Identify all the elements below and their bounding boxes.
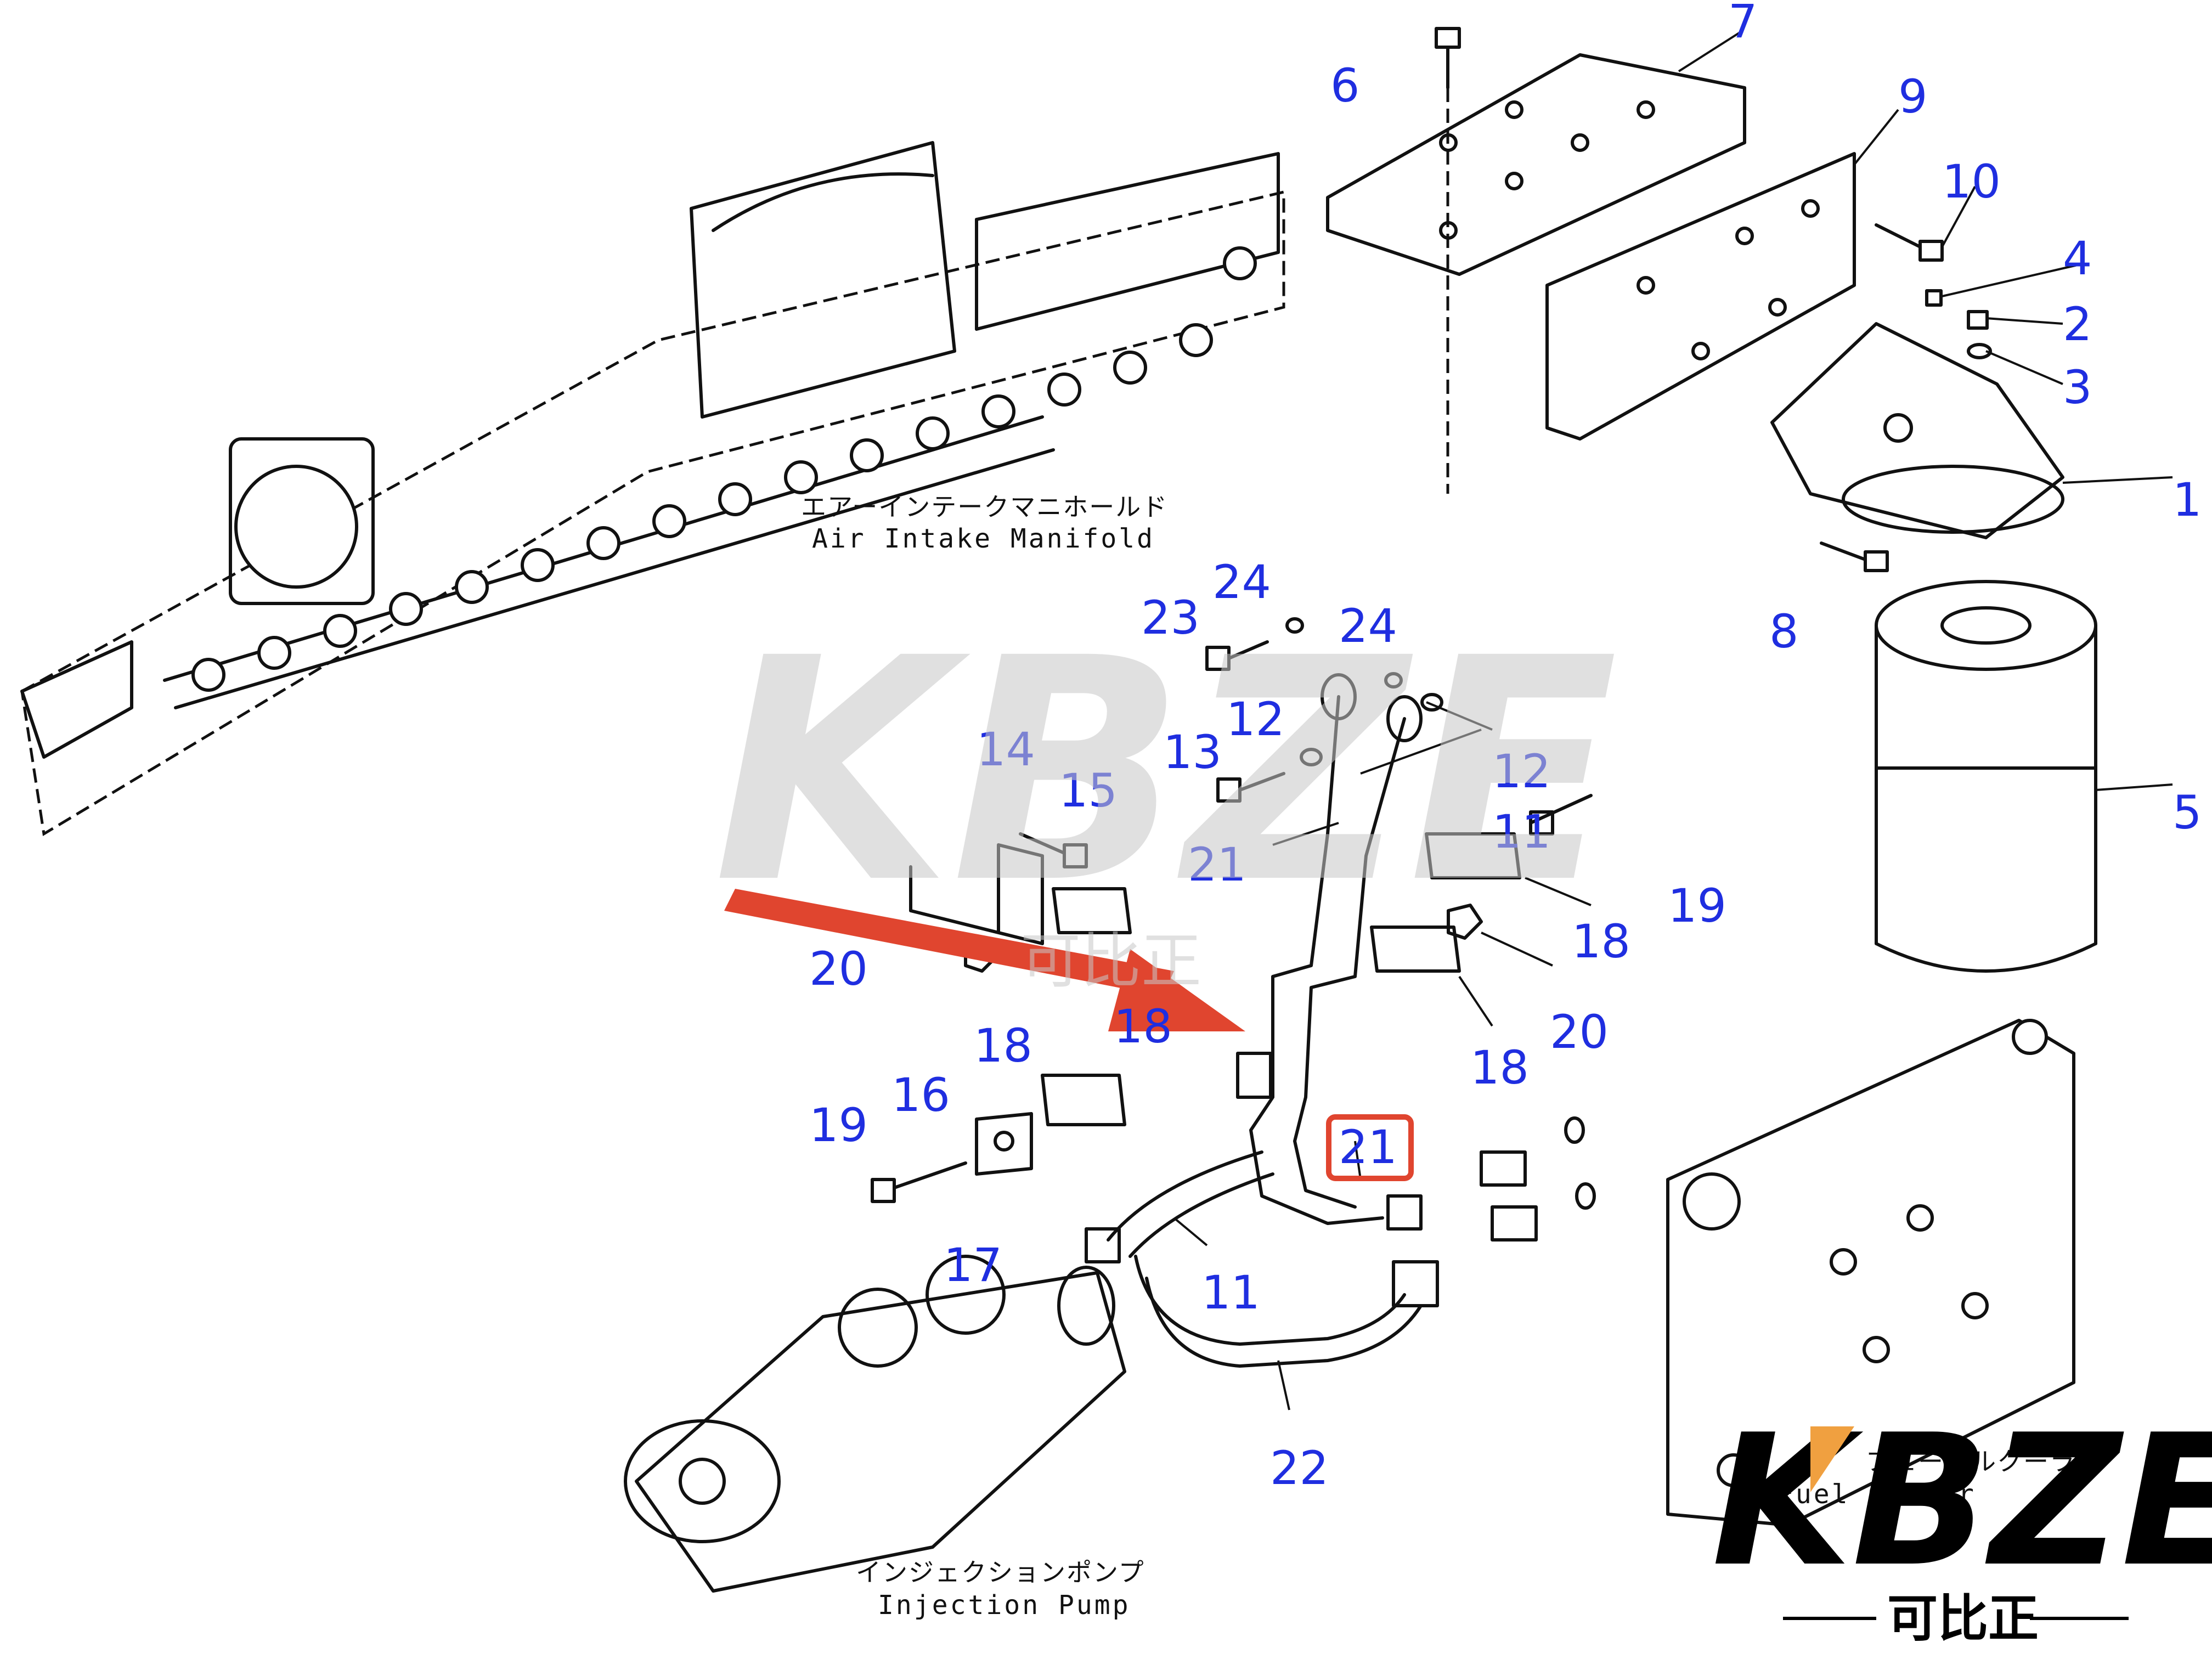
part-label-8: 8 xyxy=(1769,605,1798,658)
fuel-filter-cartridge-5 xyxy=(1875,580,2097,973)
part-label-18-d: 18 xyxy=(1114,1000,1172,1053)
bolt-8 xyxy=(1820,541,1889,572)
part-label-4: 4 xyxy=(2063,232,2092,285)
clamp-18-d xyxy=(1370,926,1461,973)
clamp-18-b xyxy=(1041,1074,1126,1126)
bolt-19-a xyxy=(871,1161,967,1203)
part-label-13: 13 xyxy=(1163,725,1222,779)
fuel-hose-11 xyxy=(1085,1150,1274,1263)
bolt-19-b xyxy=(1529,794,1593,836)
fuel-cooler-caption-jp: フューエルクーラ xyxy=(1865,1447,2076,1476)
air-intake-manifold-caption: Air Intake Manifold xyxy=(812,523,1155,554)
bolt-15 xyxy=(1019,832,1088,868)
bolt-2 xyxy=(1967,310,1989,330)
washers-12 xyxy=(1300,693,1443,766)
watermark-text: KBZE xyxy=(713,593,1618,951)
part-label-24-b: 24 xyxy=(1339,599,1397,653)
part-label-20-a: 20 xyxy=(1550,1005,1609,1059)
watermark: KBZE 可比正 xyxy=(713,593,1618,996)
highlight-box xyxy=(1326,1114,1414,1181)
part-label-3: 3 xyxy=(2063,360,2092,414)
clamp-18-a xyxy=(1052,887,1132,934)
fuel-cooler-caption: Fuel Cooler xyxy=(1778,1479,1976,1510)
bolt-10 xyxy=(1875,223,1944,262)
part-label-24-a: 24 xyxy=(1212,555,1271,609)
bolt-13 xyxy=(1216,772,1285,803)
part-label-19-b: 19 xyxy=(809,1098,868,1152)
clamp-18-c xyxy=(1425,832,1521,879)
part-label-10: 10 xyxy=(1942,155,2001,208)
part-label-11-b: 11 xyxy=(1201,1266,1260,1319)
cooler-plate-9 xyxy=(1545,152,1856,441)
air-intake-manifold-caption-jp: エアーインテークマニホールド xyxy=(801,492,1168,522)
injection-pump-caption-jp: インジェクションポンプ xyxy=(856,1558,1145,1587)
pointer-arrow xyxy=(724,889,1245,1031)
part-label-2: 2 xyxy=(2063,297,2092,351)
part-label-14: 14 xyxy=(977,723,1035,776)
part-label-11-a: 11 xyxy=(1492,805,1551,859)
part-label-16: 16 xyxy=(891,1068,950,1122)
logo-text: KBZE xyxy=(1712,1396,2212,1606)
part-label-9: 9 xyxy=(1898,70,1927,123)
injection-pump-drawing xyxy=(624,1255,1126,1593)
part-label-18-c: 18 xyxy=(974,1019,1032,1073)
leader-lines xyxy=(1173,32,2173,1410)
part-label-23: 23 xyxy=(1141,591,1200,645)
manifold-bolt-holes xyxy=(191,246,1257,692)
fuel-hose-22 xyxy=(1134,1255,1439,1368)
bolt-23 xyxy=(1205,640,1269,671)
part-label-21-a: 21 xyxy=(1188,838,1246,891)
kbze-logo: KBZE 可比正 xyxy=(1712,1396,2212,1648)
part-label-5: 5 xyxy=(2172,786,2202,839)
part-label-7: 7 xyxy=(1728,0,1757,48)
bolt-4 xyxy=(1925,289,1943,307)
fuel-tube-21 xyxy=(1236,673,1423,1231)
part-label-17: 17 xyxy=(944,1238,1002,1292)
part-label-12-a: 12 xyxy=(1226,692,1285,746)
washer-3 xyxy=(1967,343,1992,359)
bolt-6 xyxy=(1435,27,1461,494)
part-label-18-a: 18 xyxy=(1572,915,1630,968)
logo-accent-mark xyxy=(1810,1426,1854,1492)
washers-24 xyxy=(1285,617,1403,689)
air-intake-manifold-drawing xyxy=(20,141,1285,837)
watermark-subtext: 可比正 xyxy=(1020,926,1201,996)
part-label-1: 1 xyxy=(2172,473,2202,527)
injection-pump-caption: Injection Pump xyxy=(878,1590,1131,1621)
logo-subtext: 可比正 xyxy=(1887,1589,2039,1648)
part-label-12-b: 12 xyxy=(1492,744,1551,798)
part-label-15: 15 xyxy=(1059,764,1118,817)
part-label-21-b: 21 xyxy=(1339,1120,1397,1174)
part-label-22: 22 xyxy=(1270,1441,1329,1495)
top-plate-7 xyxy=(1326,53,1746,276)
part-label-18-b: 18 xyxy=(1470,1041,1529,1094)
part-labels: 1 2 3 4 5 6 7 8 9 10 11 11 12 12 13 14 1… xyxy=(809,0,2202,1495)
part-label-6: 6 xyxy=(1330,59,1359,112)
fuel-cooler-drawing xyxy=(1666,1019,2075,1527)
part-label-20-b: 20 xyxy=(809,942,868,996)
bracket-14 xyxy=(909,843,1044,945)
bracket-16 xyxy=(975,1112,1033,1176)
part-label-19-a: 19 xyxy=(1668,879,1726,933)
filter-head-1 xyxy=(1770,322,2064,539)
connectors-17 xyxy=(1480,1116,1596,1242)
